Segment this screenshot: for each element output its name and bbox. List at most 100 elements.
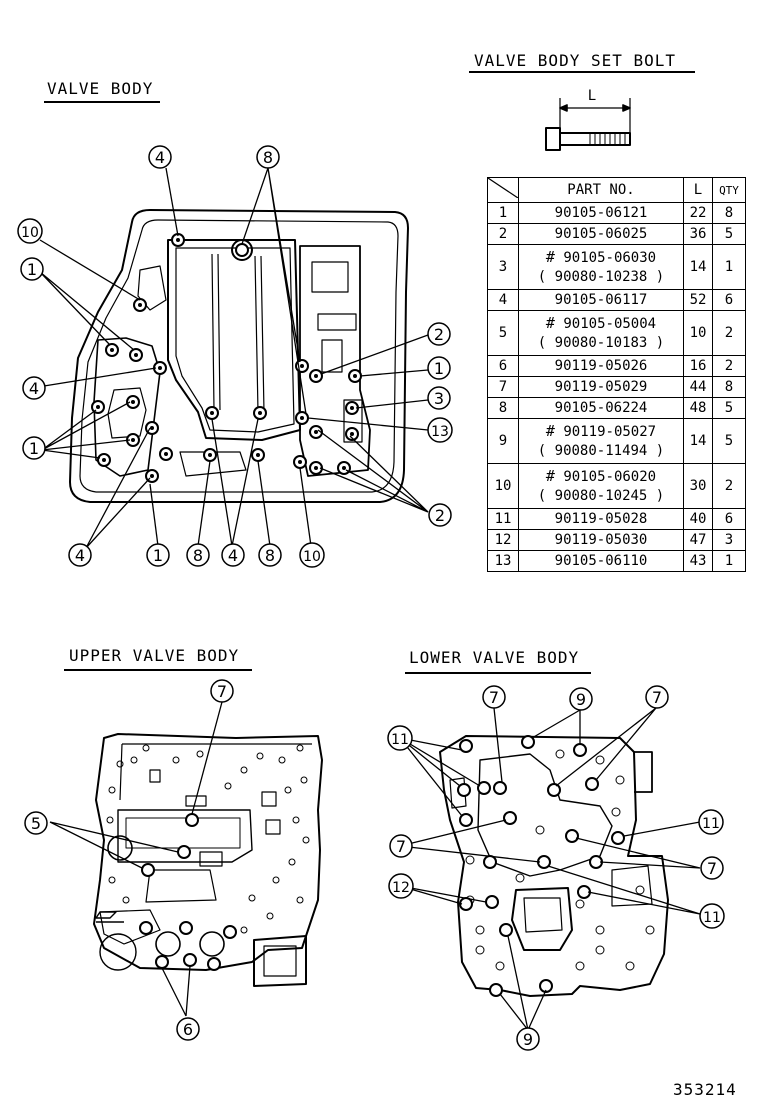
bolt-qty: 6 [712,508,746,530]
part-number: 90105-06025 [518,223,684,245]
callout-1-bottom: 1 [146,543,170,567]
svg-text:10: 10 [21,225,39,241]
callout-8-top: 8 [256,145,280,169]
row-number: 10 [487,463,519,509]
row-number: 11 [487,508,519,530]
callout-11-lower-right-lower: 11 [699,903,725,929]
bolt-qty: 8 [712,376,746,398]
svg-text:8: 8 [263,148,273,167]
bolt-qty: 1 [712,550,746,572]
bolt-length: 22 [683,202,713,224]
lower-valve-body-title: LOWER VALVE BODY [409,648,580,667]
part-number: 90105-06110 [518,550,684,572]
callout-4-left-mid: 4 [22,376,46,400]
svg-text:4: 4 [228,546,238,565]
callout-1-right: 1 [427,356,451,380]
callout-7-lower-left: 7 [389,834,413,858]
valve-body-drawing [39,167,429,549]
row-number: 3 [487,244,519,290]
svg-text:12: 12 [392,880,410,896]
callout-8-bottom-left: 8 [186,543,210,567]
svg-text:1: 1 [29,439,39,458]
bolt-length: 14 [683,418,713,464]
diagonal-line-icon [487,177,519,199]
callout-7-lower-top-right: 7 [645,685,669,709]
callout-11-lower-right-upper: 11 [698,809,724,835]
callout-1-left-upper: 1 [20,257,44,281]
row-number: 2 [487,223,519,245]
svg-text:4: 4 [29,379,39,398]
svg-text:10: 10 [303,549,321,565]
svg-text:7: 7 [396,837,406,856]
bolt-qty: 6 [712,289,746,311]
svg-text:11: 11 [391,732,409,748]
callout-9-lower-bottom: 9 [516,1027,540,1051]
svg-text:4: 4 [155,148,165,167]
valve-body-title: VALVE BODY [47,79,154,98]
part-number: # 90105-06030( 90080-10238 ) [518,244,684,290]
callout-7-lower-right: 7 [700,856,724,880]
bolt-length: 47 [683,529,713,551]
callout-7-lower-top-left: 7 [482,685,506,709]
svg-text:4: 4 [75,546,85,565]
alt-part-number: ( 90080-10238 ) [537,268,665,285]
set-bolt-title-underline [469,71,695,73]
bolt-length: 16 [683,355,713,377]
bolt-length: 48 [683,397,713,419]
part-number: # 90105-06020( 90080-10245 ) [518,463,684,509]
part-number: 90105-06117 [518,289,684,311]
bolt-length: 14 [683,244,713,290]
table-header-part-no: PART NO. [518,177,684,203]
callout-3-right: 3 [427,386,451,410]
bolt-length: 36 [683,223,713,245]
svg-text:5: 5 [31,814,41,833]
bolt-length: 44 [683,376,713,398]
table-header-row: PART NO. L QTY [487,177,746,203]
svg-text:11: 11 [702,816,720,832]
table-header-qty: QTY [712,177,746,203]
part-number: 90119-05030 [518,529,684,551]
callout-4-bottom-mid: 4 [221,543,245,567]
callout-5-upper: 5 [24,811,48,835]
bolt-length: 30 [683,463,713,509]
bolt-illustration [545,98,631,151]
row-number: 12 [487,529,519,551]
bolt-qty: 5 [712,397,746,419]
svg-text:8: 8 [193,546,203,565]
svg-text:13: 13 [431,424,449,440]
bolt-length: 10 [683,310,713,356]
svg-text:7: 7 [489,688,499,707]
bolt-qty: 5 [712,418,746,464]
svg-text:2: 2 [435,506,445,525]
lower-valve-body-drawing [399,707,701,1031]
callout-6-upper: 6 [176,1017,200,1041]
alt-part-number: ( 90080-10245 ) [537,487,665,504]
upper-valve-body-title: UPPER VALVE BODY [69,646,240,665]
callout-13-right: 13 [427,417,453,443]
callout-7-upper: 7 [210,679,234,703]
figure-number: 353214 [673,1080,737,1099]
row-number: 5 [487,310,519,356]
bolt-qty: 2 [712,463,746,509]
row-number: 8 [487,397,519,419]
part-number: # 90105-05004( 90080-10183 ) [518,310,684,356]
svg-text:6: 6 [183,1020,193,1039]
callout-2-right-upper: 2 [427,322,451,346]
svg-text:9: 9 [576,690,586,709]
bolt-length-label: L [588,88,596,104]
callout-4-top-left: 4 [148,145,172,169]
row-number: 7 [487,376,519,398]
table-header-corner [487,177,519,203]
callout-9-lower-top: 9 [569,687,593,711]
svg-text:9: 9 [523,1030,533,1049]
